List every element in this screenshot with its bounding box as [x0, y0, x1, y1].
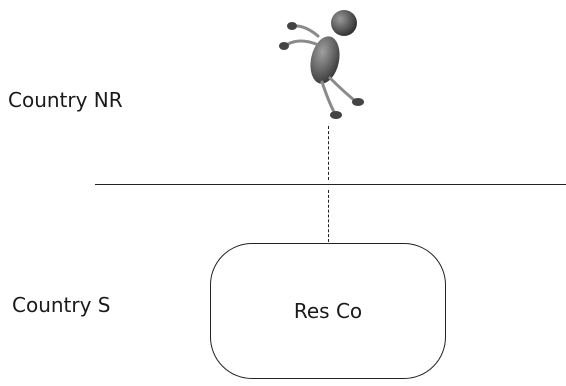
figure-leg-right — [328, 76, 356, 102]
person-figure-icon — [279, 10, 364, 119]
figure-body — [310, 36, 340, 84]
figure-arm-left — [286, 39, 318, 46]
figure-head — [331, 10, 357, 36]
res-co-entity-box: Res Co — [210, 243, 446, 379]
res-co-label: Res Co — [293, 299, 363, 323]
country-nr-label: Country NR — [8, 88, 123, 112]
ownership-dashed-line-upper — [328, 126, 329, 180]
figure-leg-left — [320, 80, 336, 114]
ownership-dashed-line-lower — [328, 190, 329, 242]
country-border-line — [95, 184, 566, 185]
country-s-label: Country S — [12, 293, 111, 317]
figure-arm-right — [294, 24, 320, 38]
